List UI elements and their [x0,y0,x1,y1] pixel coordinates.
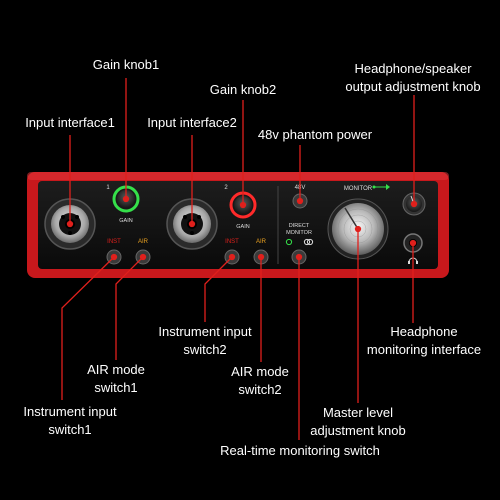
gain-1-label: GAIN [119,218,132,224]
phantom-power-callout: 48v phantom power [257,127,373,142]
headphone-speaker-knob-callout: Headphone/speaker output adjustment knob [345,61,481,94]
air-1-label: AIR [138,239,149,245]
usb-icon [372,184,390,190]
air-mode-switch1-callout: AIR mode switch1 [87,362,145,395]
stereo-indicator-icon [303,238,314,246]
input-interface2-callout: Input interface2 [147,115,237,130]
input-interface1-callout: Input interface1 [25,115,115,130]
air-mode-switch2-callout: AIR mode switch2 [231,364,289,397]
master-level-callout: Master level adjustment knob [310,405,406,438]
inst-2-label: INST [225,239,239,245]
instrument-input-switch2-callout: Instrument input switch2 [158,324,252,357]
monitor-label: MONITOR [344,186,373,192]
gain-knob2-callout: Gain knob2 [209,82,277,97]
leader-lines [61,78,418,440]
direct-monitor-label: MONITOR [286,230,312,236]
instrument-input-switch1-callout: Instrument input switch1 [23,404,117,437]
headphone-monitoring-callout: Headphone monitoring interface [366,324,482,357]
realtime-monitoring-callout: Real-time monitoring switch [220,443,380,458]
gain-2-label: GAIN [236,224,249,230]
direct-label: DIRECT [289,223,310,229]
gain-knob1-callout: Gain knob1 [92,57,160,72]
inst-1-label: INST [107,239,121,245]
air-2-label: AIR [256,239,267,245]
mono-indicator-icon [285,238,293,246]
channel-2-label: 2 [224,185,228,191]
channel-1-label: 1 [106,185,110,191]
